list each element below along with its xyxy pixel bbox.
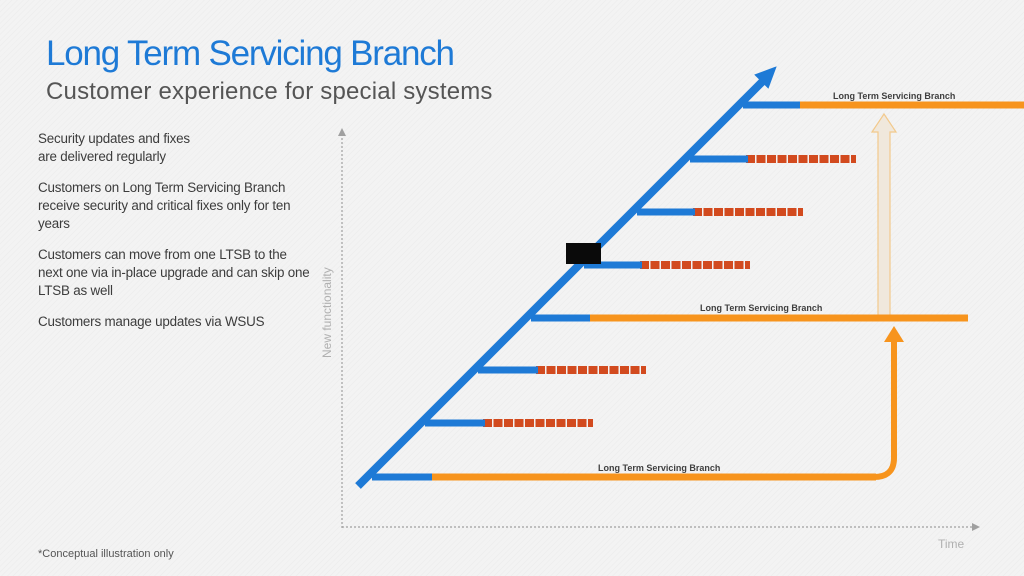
trunk-arrow-head-icon [754,66,777,89]
bullet-item: Customers on Long Term Servicing Branch … [38,180,291,231]
upgrade-path-faded [870,112,898,319]
bullet-list: Security updates and fixes are delivered… [38,130,313,344]
ltsb-label-middle: Long Term Servicing Branch [700,303,822,313]
x-axis-label: Time [938,537,965,551]
page-subtitle: Customer experience for special systems [46,78,493,105]
main-trunk [355,75,769,489]
bullet-item: Customers can move from one LTSB to the … [38,247,310,298]
ltsb-label-top: Long Term Servicing Branch [833,91,955,101]
y-axis-label: New functionality [320,267,334,358]
bullet-item: Customers manage updates via WSUS [38,314,265,329]
upgrade-path-solid [873,338,897,480]
bullet-item: Security updates and fixes are delivered… [38,131,190,164]
upgrade-arrow-head-icon [884,326,904,342]
y-axis-arrow-icon [338,128,346,136]
ltsb-label-bottom: Long Term Servicing Branch [598,463,720,473]
x-axis-arrow-icon [972,523,980,531]
page-title: Long Term Servicing Branch [46,34,455,73]
footnote: *Conceptual illustration only [38,548,174,560]
marker-square [566,243,601,264]
